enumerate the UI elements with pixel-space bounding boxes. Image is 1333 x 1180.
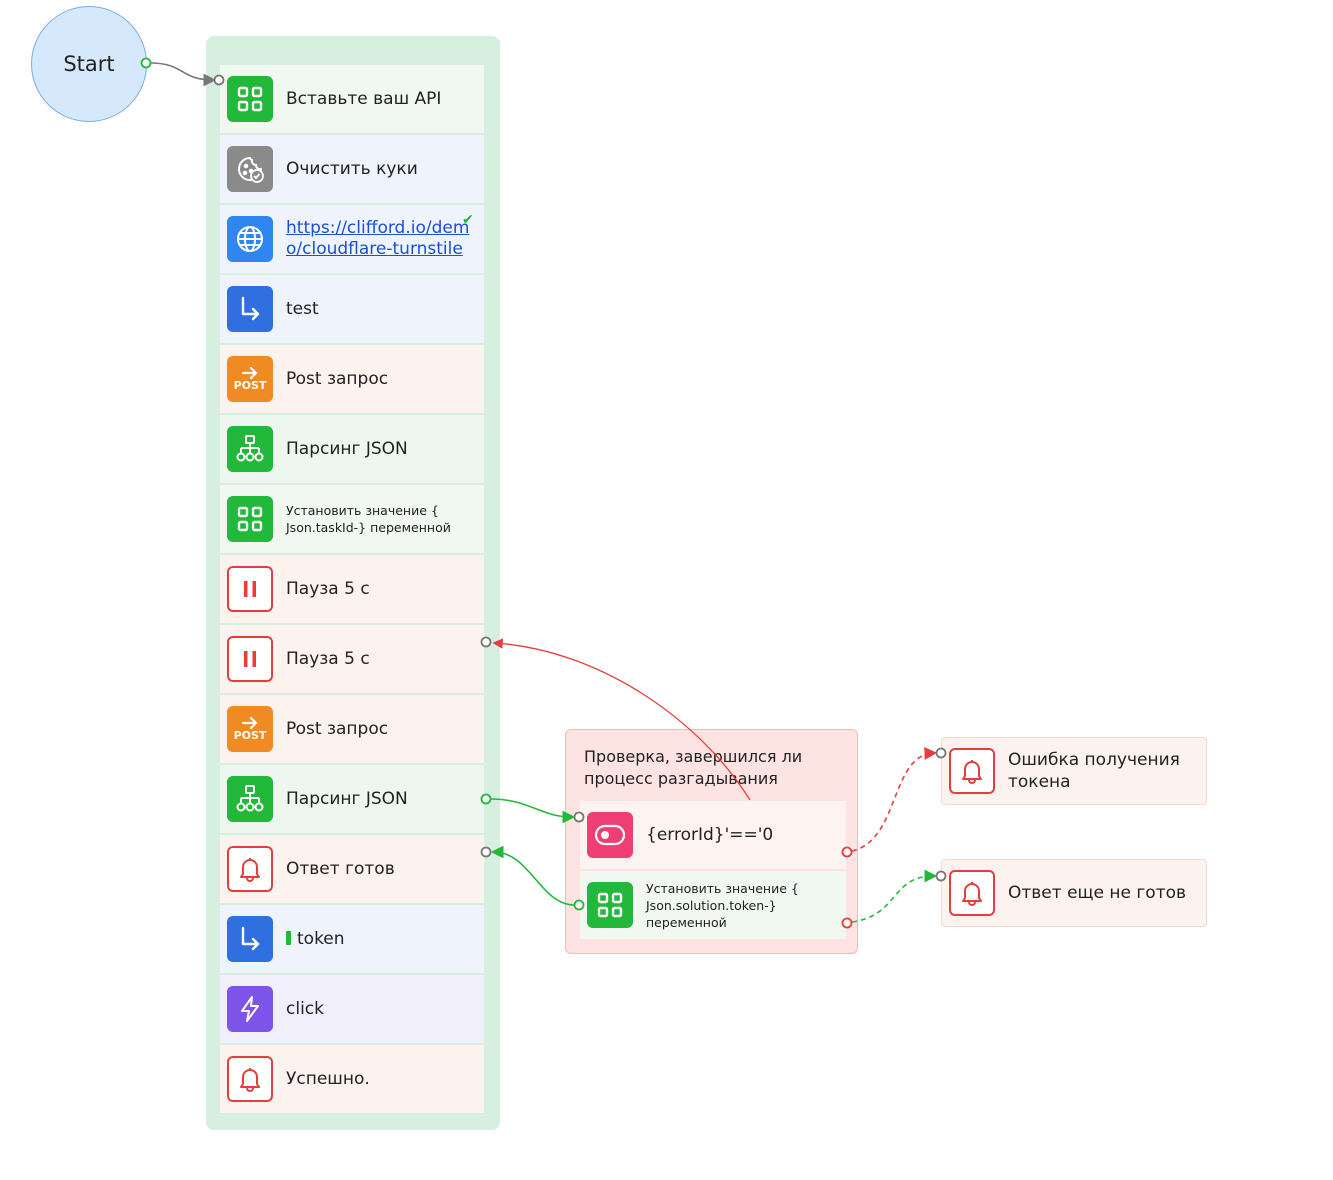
arrow-turn-icon <box>227 916 273 962</box>
bell-icon <box>227 1056 273 1102</box>
check-title-line-1: Проверка, завершился ли <box>584 747 803 766</box>
side-node-label: Ошибка получения токена <box>1008 749 1180 793</box>
step-label: Вставьте ваш API <box>286 88 442 109</box>
step-label: Post запрос <box>286 368 389 389</box>
tree-icon <box>227 776 273 822</box>
set-token-line-1: Установить значение { <box>646 880 799 896</box>
bell-icon <box>949 748 995 794</box>
set-token-label: Установить значение { Json.solution.toke… <box>646 880 799 931</box>
step-open-url[interactable]: https://clifford.io/dem o/cloudflare-tur… <box>220 205 484 273</box>
set-token-line-2: Json.solution.token-} <box>646 897 777 913</box>
start-label: Start <box>63 52 115 76</box>
condition-label: {errorId}'=='0 <box>646 825 774 845</box>
token-error-node[interactable]: Ошибка получения токена <box>941 737 1207 805</box>
step-label-text: token <box>297 928 345 949</box>
arrow-turn-icon <box>227 286 273 332</box>
port-set-out[interactable] <box>573 899 585 911</box>
port-parse-out[interactable] <box>480 793 492 805</box>
step-set-task-id[interactable]: Установить значение { Json.taskId-} пере… <box>220 485 484 553</box>
grid-icon <box>227 76 273 122</box>
step-parse-json[interactable]: Парсинг JSON <box>220 415 484 483</box>
toggle-icon <box>587 812 633 858</box>
step-success[interactable]: Успешно. <box>220 1045 484 1113</box>
variable-marker <box>286 930 291 945</box>
step-click[interactable]: click <box>220 975 484 1043</box>
step-answer-ready[interactable]: Ответ готов <box>220 835 484 903</box>
grid-icon <box>587 882 633 928</box>
check-icon: ✔ <box>462 212 474 228</box>
globe-icon <box>227 216 273 262</box>
side-node-label: Ответ еще не готов <box>1008 883 1187 903</box>
post-badge: POST <box>233 729 267 742</box>
url-link[interactable]: https://clifford.io/dem o/cloudflare-tur… <box>286 218 469 260</box>
url-line-2: o/cloudflare-turnstile <box>286 239 463 259</box>
step-parse-json-2[interactable]: Парсинг JSON <box>220 765 484 833</box>
lightning-icon <box>227 986 273 1032</box>
step-post-request-2[interactable]: POST Post запрос <box>220 695 484 763</box>
port-start-out[interactable] <box>140 57 152 69</box>
post-badge: POST <box>233 379 267 392</box>
post-icon: POST <box>227 706 273 752</box>
step-label: Ответ готов <box>286 858 395 879</box>
tree-icon <box>227 426 273 472</box>
start-node[interactable]: Start <box>31 6 147 122</box>
step-insert-api[interactable]: Вставьте ваш API <box>220 65 484 133</box>
step-pause-2[interactable]: Пауза 5 с <box>220 625 484 693</box>
wire-set-to-notready <box>851 869 938 923</box>
step-post-request[interactable]: POST Post запрос <box>220 345 484 413</box>
cookie-icon <box>227 146 273 192</box>
pause-icon <box>227 636 273 682</box>
url-line-1: https://clifford.io/dem <box>286 218 470 238</box>
step-label: Успешно. <box>286 1068 370 1089</box>
step-label: test <box>286 298 319 319</box>
wire-check-to-error <box>851 747 938 852</box>
set-token-node[interactable]: Установить значение { Json.solution.toke… <box>580 871 846 939</box>
step-label: token <box>286 929 345 950</box>
step-pause-1[interactable]: Пауза 5 с <box>220 555 484 623</box>
side-node-line-2: токена <box>1008 772 1071 792</box>
wire-start-to-first <box>149 62 217 87</box>
side-node-line-1: Ошибка получения <box>1008 750 1180 770</box>
post-icon: POST <box>227 356 273 402</box>
port-pause-in[interactable] <box>480 636 492 648</box>
not-ready-node[interactable]: Ответ еще не готов <box>941 859 1207 927</box>
wire-set-to-ready <box>490 845 576 906</box>
step-label: Post запрос <box>286 718 389 739</box>
step-label-line-2: Json.taskId-} переменной <box>286 520 451 535</box>
bell-icon <box>227 846 273 892</box>
pause-icon <box>227 566 273 612</box>
port-check-in[interactable] <box>573 811 585 823</box>
grid-icon <box>227 496 273 542</box>
bell-icon <box>949 870 995 916</box>
step-label: click <box>286 998 324 1019</box>
step-label: Установить значение { Json.taskId-} пере… <box>286 502 451 536</box>
step-label: Очистить куки <box>286 158 418 179</box>
port-ready-in[interactable] <box>480 846 492 858</box>
port-error-in[interactable] <box>935 747 947 759</box>
set-token-line-3: переменной <box>646 914 727 930</box>
wire-parse-to-check <box>489 798 576 824</box>
port-notready-in[interactable] <box>935 870 947 882</box>
step-label: Парсинг JSON <box>286 788 408 809</box>
port-check-fail[interactable] <box>841 846 853 858</box>
step-label: Парсинг JSON <box>286 438 408 459</box>
step-label: Пауза 5 с <box>286 578 370 599</box>
step-label: Пауза 5 с <box>286 648 370 669</box>
step-test[interactable]: test <box>220 275 484 343</box>
step-token[interactable]: token <box>220 905 484 973</box>
port-set-fail[interactable] <box>841 917 853 929</box>
port-first-in[interactable] <box>213 74 225 86</box>
check-title-line-2: процесс разгадывания <box>584 769 778 788</box>
step-clear-cookies[interactable]: Очистить куки <box>220 135 484 203</box>
condition-node[interactable]: {errorId}'=='0 <box>580 801 846 869</box>
step-label-line-1: Установить значение { <box>286 503 439 518</box>
check-group-title: Проверка, завершился ли процесс разгадыв… <box>584 746 834 790</box>
wire-check-back <box>492 638 751 801</box>
